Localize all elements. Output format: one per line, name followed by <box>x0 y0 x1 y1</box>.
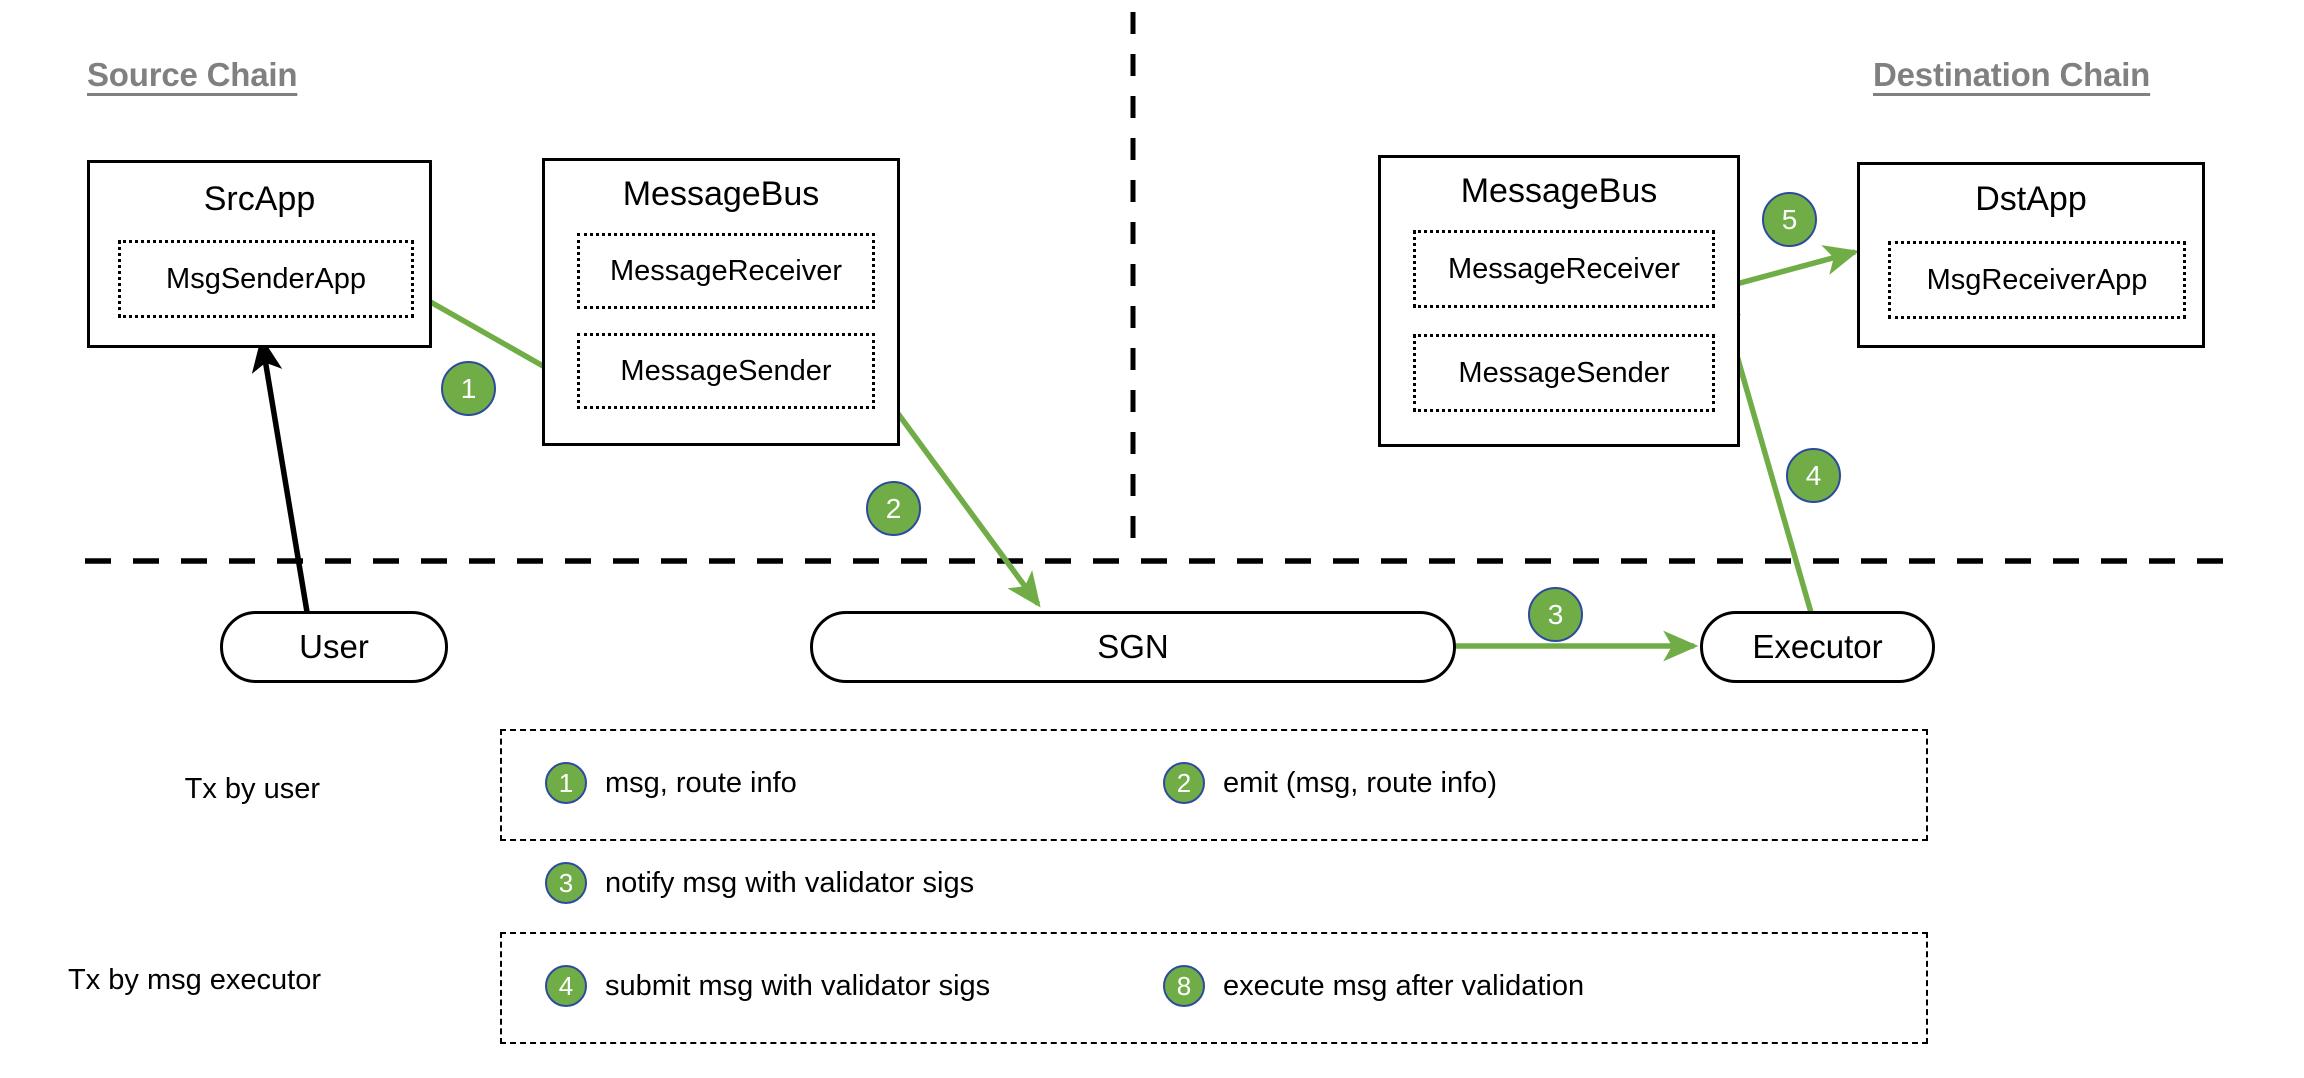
legend-row1-item-1: 1 msg, route info <box>545 762 797 804</box>
legend-badge-1: 1 <box>545 762 587 804</box>
source-messagereceiver-box[interactable]: MessageReceiver <box>577 233 875 309</box>
dstapp-box[interactable]: DstApp MsgReceiverApp <box>1857 162 2205 348</box>
legend-badge-8: 8 <box>1163 965 1205 1007</box>
flow-badge-1: 1 <box>441 361 496 416</box>
user-node[interactable]: User <box>220 611 448 683</box>
legend-row2-item-8: 8 execute msg after validation <box>1163 965 1584 1007</box>
executor-node[interactable]: Executor <box>1700 611 1935 683</box>
flow-badge-3: 3 <box>1528 587 1583 642</box>
destination-messagereceiver-box[interactable]: MessageReceiver <box>1413 230 1715 308</box>
destination-messagebus-box[interactable]: MessageBus MessageReceiver MessageSender <box>1378 155 1740 447</box>
legend-badge-3: 3 <box>545 862 587 904</box>
legend-text-8: execute msg after validation <box>1223 969 1585 1002</box>
source-messagesender-box[interactable]: MessageSender <box>577 333 875 409</box>
legend-row2-item-4: 4 submit msg with validator sigs <box>545 965 990 1007</box>
flow-badge-2: 2 <box>866 481 921 536</box>
arrow-user-to-srcapp <box>251 336 310 613</box>
srcapp-title: SrcApp <box>203 180 316 218</box>
dstapp-msgreceiverapp-box[interactable]: MsgReceiverApp <box>1888 241 2186 319</box>
legend-badge-2: 2 <box>1163 762 1205 804</box>
srcapp-msgsenderapp-box[interactable]: MsgSenderApp <box>118 240 414 318</box>
legend-row2-box <box>500 932 1928 1044</box>
sgn-node[interactable]: SGN <box>810 611 1456 683</box>
legend-text-1: msg, route info <box>605 766 797 799</box>
flow-badge-5: 5 <box>1762 192 1817 247</box>
legend-free-item-3: 3 notify msg with validator sigs <box>545 862 974 904</box>
source-messagebus-box[interactable]: MessageBus MessageReceiver MessageSender <box>542 158 900 446</box>
source-chain-heading: Source Chain <box>87 56 298 93</box>
legend-text-4: submit msg with validator sigs <box>605 969 991 1002</box>
legend-badge-4: 4 <box>545 965 587 1007</box>
legend-text-2: emit (msg, route info) <box>1223 766 1497 799</box>
legend-row1-label: Tx by user <box>184 773 320 805</box>
legend-row1-item-2: 2 emit (msg, route info) <box>1163 762 1497 804</box>
legend-row2-label: Tx by msg executor <box>68 964 322 996</box>
destination-chain-heading: Destination Chain <box>1873 56 2151 93</box>
flow-badge-4: 4 <box>1786 448 1841 503</box>
srcapp-box[interactable]: SrcApp MsgSenderApp <box>87 160 432 348</box>
destination-messagebus-title: MessageBus <box>1460 172 1658 210</box>
legend-row1-box <box>500 729 1928 841</box>
legend-text-3: notify msg with validator sigs <box>605 866 975 899</box>
destination-messagesender-box[interactable]: MessageSender <box>1413 334 1715 412</box>
source-messagebus-title: MessageBus <box>622 175 820 213</box>
dstapp-title: DstApp <box>1975 180 2087 218</box>
